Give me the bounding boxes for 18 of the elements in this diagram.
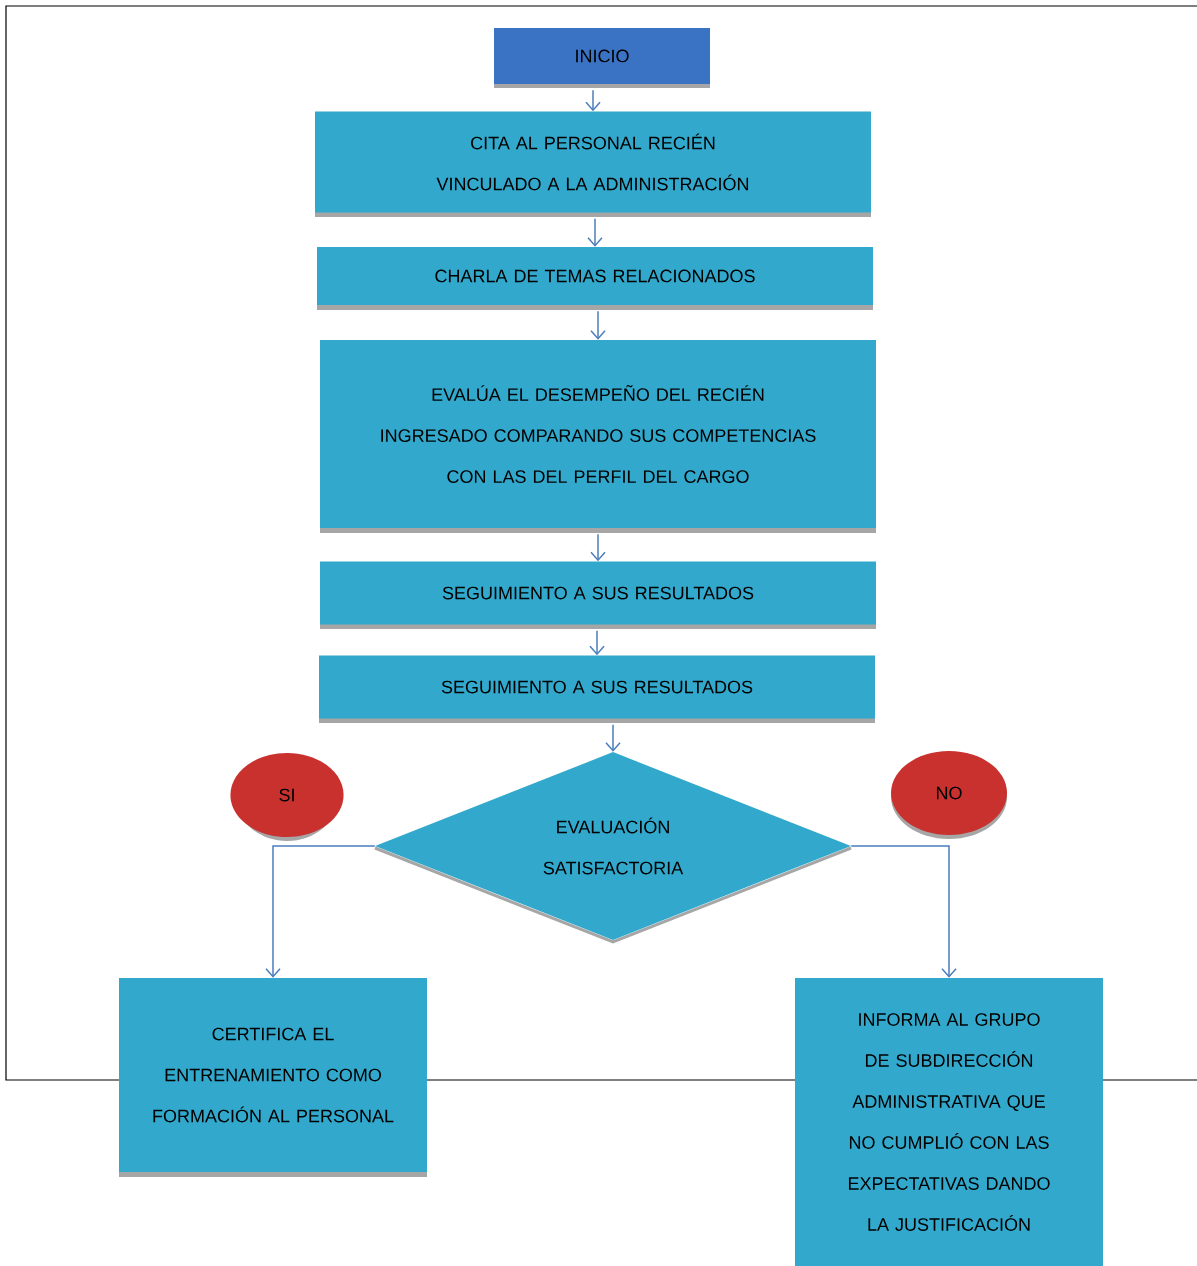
arrow [590,329,606,340]
arrow [605,741,621,752]
arrow [590,551,606,562]
arrow [265,845,376,978]
start-box: INICIO [494,28,710,88]
process-box: CITA AL PERSONAL RECIÉN VINCULADO A LA ADMINISTRACIÓN [315,111,871,217]
process-box: SEGUIMIENTO A SUS RESULTADOS [319,655,875,723]
process-box: EVALÚA EL DESEMPEÑO DEL RECIÉN INGRESADO COMPARANDO SUS COMPETENCIAS CON LAS DEL PERFIL DEL CARGO [320,340,876,533]
process-box: INFORMA AL GRUPO DE SUBDIRECCIÓN ADMINISTRATIVA QUE NO CUMPLIÓ CON LAS EXPECTATIVAS DANDO LA JUSTIFICACIÓN [795,978,1103,1266]
answer-oval: NO [891,751,1007,839]
arrow [587,236,603,247]
arrow [585,101,601,112]
arrow [850,845,957,978]
process-box: CHARLA DE TEMAS RELACIONADOS [317,247,873,310]
process-box: SEGUIMIENTO A SUS RESULTADOS [320,561,876,629]
process-box: CERTIFICA EL ENTRENAMIENTO COMO FORMACIÓN AL PERSONAL [119,978,427,1177]
arrow [589,645,605,656]
answer-oval: SI [230,753,344,841]
